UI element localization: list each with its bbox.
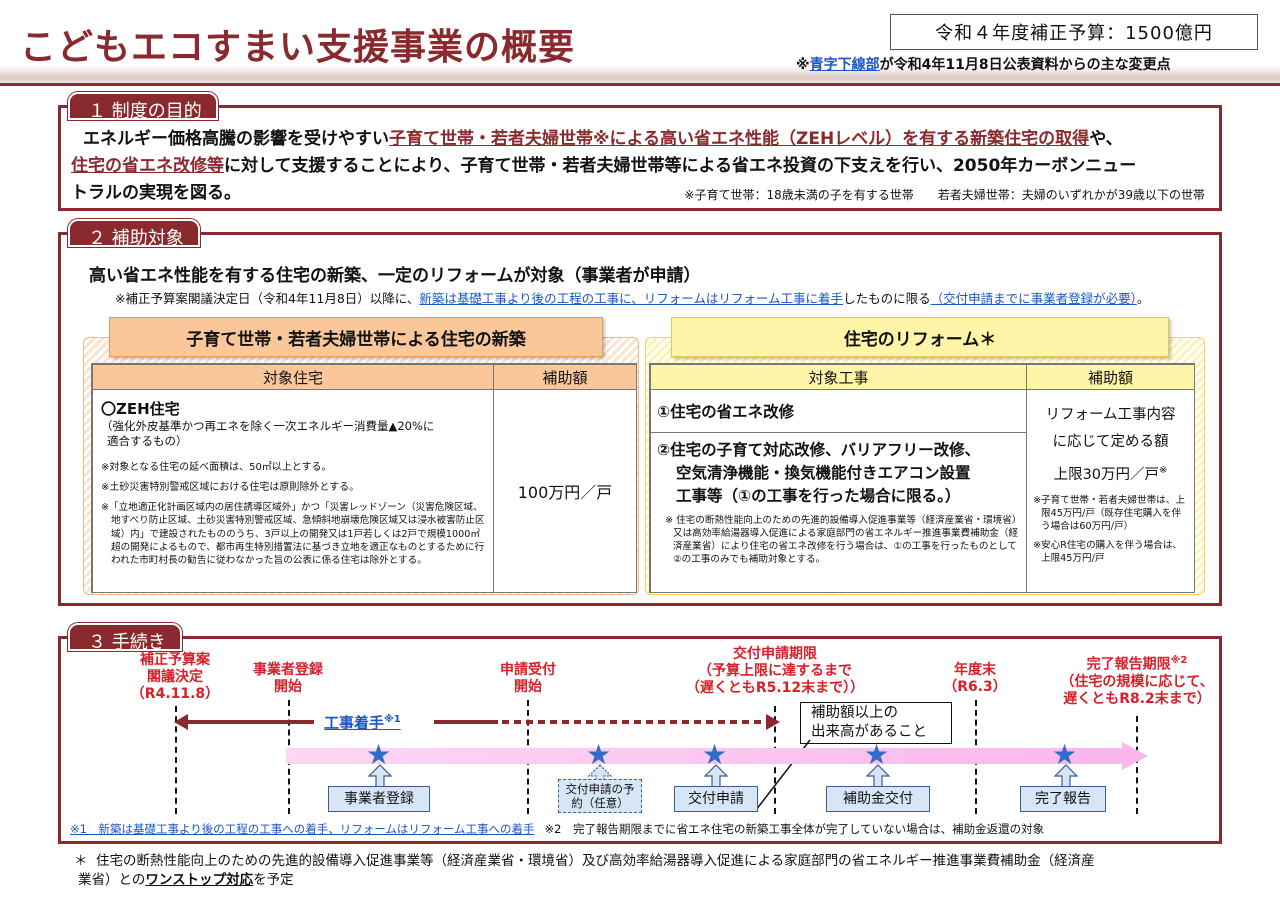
- procedure-footnotes: ※1 新築は基礎工事より後の工程の工事への着手、リフォームはリフォーム工事への着…: [70, 821, 1044, 837]
- one-stop-label: ワンストップ対応: [145, 872, 254, 888]
- new-note-3: ※「立地適正化計画区域内の居住誘導区域外」かつ「災害レッドゾーン（災害危険区域、…: [101, 502, 485, 567]
- title-band: [0, 66, 1280, 86]
- reform-work-1: ①住宅の省エネ改修: [650, 389, 1027, 433]
- tab-target: ２ 補助対象: [68, 219, 200, 249]
- timeline-dash-1: [175, 706, 177, 814]
- construction-start-label: 工事着手※1: [324, 714, 401, 732]
- milestone-report-deadline: 完了報告期限※2（住宅の規模に応じて、遅くともR8.2末まで）: [1060, 655, 1214, 707]
- zeh-desc-1: （強化外皮基準かつ再エネを除く一次エネルギー消費量▲20%に: [101, 419, 435, 433]
- reform-amount-3: 上限30万円／戸※: [1053, 465, 1168, 483]
- blue-underline-label: 青字下線部: [809, 57, 880, 73]
- reform-work-2a: ②住宅の子育て対応改修、バリアフリー改修、: [657, 441, 981, 459]
- reform-col-amount: 補助額: [1026, 364, 1195, 390]
- reform-work-2b: 空気清浄機能・換気機能付きエアコン設置: [676, 464, 971, 482]
- purpose-line-1: エネルギー価格高騰の影響を受けやすい子育て世帯・若者夫婦世帯※による高い省エネ性…: [83, 129, 1123, 149]
- section-purpose: エネルギー価格高騰の影響を受けやすい子育て世帯・若者夫婦世帯※による高い省エネ性…: [58, 105, 1222, 211]
- reform-work-2-cell: ②住宅の子育て対応改修、バリアフリー改修、 空気清浄機能・換気機能付きエアコン設…: [650, 432, 1027, 593]
- footnote-1: ※1 新築は基礎工事より後の工程の工事への着手、リフォームはリフォーム工事への着…: [70, 822, 535, 836]
- milestone-fiscal-end: 年度末（R6.3）: [943, 662, 1007, 695]
- reform-table: 対象工事 補助額 ①住宅の省エネ改修 ②住宅の子育て対応改修、バリアフリー改修、…: [649, 363, 1195, 593]
- reform-amount-cell: リフォーム工事内容 に応じて定める額 上限30万円／戸※ ※子育て世帯・若者夫婦…: [1026, 389, 1195, 593]
- footer-line-2: 業省）とのワンストップ対応を予定: [78, 872, 294, 888]
- purpose-highlight-1: 子育て世帯・若者夫婦世帯※による高い省エネ性能（ZEHレベル）を有する新築住宅の…: [389, 129, 1090, 149]
- reform-amount-note-2: ※安心R住宅の購入を伴う場合は、上限45万円/戸: [1033, 539, 1183, 564]
- new-build-header: 子育て世帯・若者夫婦世帯による住宅の新築: [109, 317, 603, 357]
- reform-work-note: ※ 住宅の断熱性能向上のための先進的設備導入促進事業等（経済産業省・環境省）又は…: [665, 515, 1019, 565]
- star-icon: ★: [366, 738, 392, 771]
- zeh-item: 〇ZEH住宅: [101, 400, 180, 418]
- new-amount-cell: 100万円／戸: [493, 389, 637, 593]
- new-target-cell: 〇ZEH住宅 （強化外皮基準かつ再エネを除く一次エネルギー消費量▲20%に 適合…: [92, 389, 494, 593]
- note-mark: ※: [796, 57, 810, 73]
- new-note-2: ※土砂災害特別警戒区域における住宅は原則除外とする。: [101, 482, 360, 493]
- target-note: ※補正予算案閣議決定日（令和4年11月8日）以降に、新築は基礎工事より後の工程の…: [115, 291, 1150, 306]
- reform-amount-2: に応じて定める額: [1052, 434, 1169, 450]
- purpose-highlight-2: 住宅の省エネ改修等: [71, 156, 224, 176]
- step-reservation: 交付申請の予約（任意）: [558, 779, 642, 813]
- new-col-amount: 補助額: [493, 364, 637, 390]
- new-note-1: ※対象となる住宅の延べ面積は、50㎡以上とする。: [101, 462, 332, 473]
- footer-line-1: 住宅の断熱性能向上のための先進的設備導入促進事業等（経済産業省・環境省）及び高効…: [96, 853, 1095, 869]
- star-icon: ★: [586, 738, 612, 771]
- purpose-note: ※子育て世帯：18歳未満の子を有する世帯 若者夫婦世帯：夫婦のいずれかが39歳以…: [684, 188, 1205, 202]
- reform-header: 住宅のリフォーム＊: [671, 317, 1169, 357]
- tab-procedure: ３ 手続き: [68, 623, 182, 653]
- reform-col-work: 対象工事: [650, 364, 1027, 390]
- callout-box: 補助額以上の出来高があること: [800, 702, 952, 744]
- step-application: 交付申請: [674, 786, 758, 812]
- purpose-text: エネルギー価格高騰の影響を受けやすい子育て世帯・若者夫婦世帯※による高い省エネ性…: [71, 126, 1213, 207]
- title-rule: [0, 83, 1280, 86]
- zeh-desc-2: 適合するもの）: [107, 434, 188, 448]
- step-report: 完了報告: [1020, 786, 1106, 812]
- milestone-application-deadline: 交付申請期限（予算上限に達するまで（遅くともR5.12末まで））: [685, 646, 865, 696]
- budget-box: 令和４年度補正予算：1500億円: [890, 14, 1258, 50]
- milestone-registration: 事業者登録開始: [253, 662, 323, 695]
- target-lead: 高い省エネ性能を有する住宅の新築、一定のリフォームが対象（事業者が申請）: [89, 266, 701, 286]
- footer-mark: ＊: [74, 853, 88, 869]
- reform-amount-note-1: ※子育て世帯・若者夫婦世帯は、上限45万円/戸（既存住宅購入を伴う場合は60万円…: [1033, 494, 1185, 532]
- reform-amount-1: リフォーム工事内容: [1045, 407, 1176, 423]
- timeline-dash-6: [1136, 716, 1138, 814]
- footnote-2: ※2 完了報告期限までに省エネ住宅の新築工事全体が完了していない場合は、補助金返…: [544, 822, 1045, 836]
- purpose-line-3: トラルの実現を図る。: [71, 183, 241, 203]
- footer-note: ＊ 住宅の断熱性能向上のための先進的設備導入促進事業等（経済産業省・環境省）及び…: [74, 852, 1234, 890]
- tab-purpose: １ 制度の目的: [68, 92, 218, 122]
- timeline-band: [286, 742, 1148, 770]
- change-note: ※青字下線部が令和4年11月8日公表資料からの主な変更点: [796, 54, 1171, 74]
- purpose-line-2: 住宅の省エネ改修等に対して支援することにより、子育て世帯・若者夫婦世帯等による省…: [71, 156, 1137, 176]
- step-registration: 事業者登録: [328, 786, 430, 812]
- step-grant: 補助金交付: [826, 786, 930, 812]
- section-target: 高い省エネ性能を有する住宅の新築、一定のリフォームが対象（事業者が申請） ※補正…: [58, 232, 1222, 606]
- target-note-blue-2: （交付申請までに事業者登録が必要）: [930, 291, 1137, 306]
- star-icon: ★: [1052, 738, 1078, 771]
- reform-work-2c: 工事等（①の工事を行った場合に限る。）: [676, 487, 961, 505]
- new-build-table: 対象住宅 補助額 〇ZEH住宅 （強化外皮基準かつ再エネを除く一次エネルギー消費…: [91, 363, 637, 593]
- note-rest: が令和4年11月8日公表資料からの主な変更点: [879, 57, 1171, 73]
- target-note-blue: 新築は基礎工事より後の工程の工事に、リフォームはリフォーム工事に着手: [419, 291, 844, 306]
- milestone-application-start: 申請受付開始: [500, 662, 556, 695]
- new-col-target: 対象住宅: [92, 364, 494, 390]
- star-icon: ★: [864, 738, 890, 771]
- star-icon: ★: [702, 738, 728, 771]
- page-title: こどもエコすまい支援事業の概要: [20, 27, 576, 68]
- construction-arrow: [174, 714, 780, 730]
- milestone-cabinet: 補正予算案閣議決定（R4.11.8）: [130, 652, 220, 702]
